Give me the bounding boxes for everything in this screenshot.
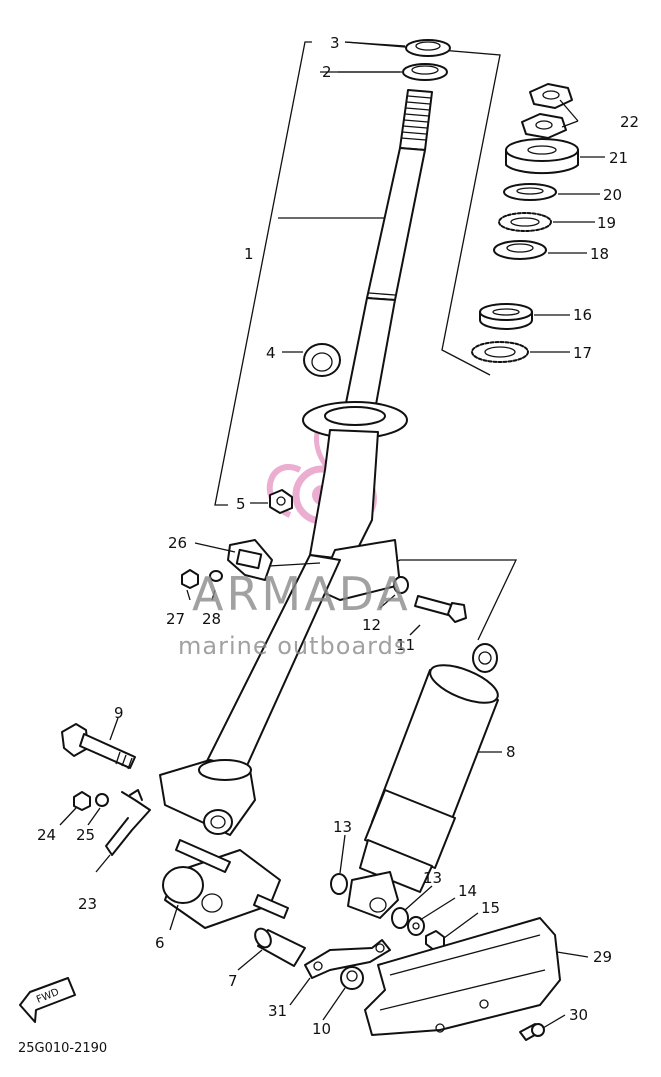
part-label-30: 30: [569, 1006, 588, 1024]
part-13-washer-upper: [330, 873, 348, 895]
part-31-bracket: [304, 939, 391, 979]
part-label-16: 16: [573, 306, 592, 324]
part-19-ball-bearing: [498, 212, 552, 232]
part-label-8: 8: [506, 743, 516, 761]
part-11-bolt: [414, 595, 467, 623]
watermark: ARMADA marine outboards: [178, 567, 411, 660]
part-label-12: 12: [362, 616, 381, 634]
part-29-cover: [364, 917, 561, 1036]
diagram-code: 25G010-2190: [18, 1041, 107, 1056]
part-28-washer: [209, 570, 223, 582]
part-label-3: 3: [330, 34, 340, 52]
part-labels: 3 2 1 4 5 6 7 8 9 10 11 12 13 13 14 15 1…: [37, 34, 639, 1038]
leader-lines: [59, 41, 605, 1029]
part-label-20: 20: [603, 186, 622, 204]
part-label-24: 24: [37, 826, 56, 844]
part-label-19: 19: [597, 214, 616, 232]
part-label-1: 1: [244, 245, 254, 263]
part-label-21: 21: [609, 149, 628, 167]
part-label-9: 9: [114, 704, 124, 722]
part-6-pivot-housing: [162, 839, 289, 929]
part-label-5: 5: [236, 495, 246, 513]
part-label-25: 25: [76, 826, 95, 844]
part-label-22: 22: [620, 113, 639, 131]
part-label-18: 18: [590, 245, 609, 263]
part-30-screw: [519, 1023, 545, 1041]
part-24-screw: [73, 791, 91, 811]
part-23-clip: [105, 789, 151, 856]
part-7-pin: [254, 927, 306, 967]
part-label-27: 27: [166, 610, 185, 628]
part-label-2: 2: [322, 63, 332, 81]
part-label-6: 6: [155, 934, 165, 952]
part-9-bolt: [61, 723, 136, 770]
part-14-washer: [407, 916, 425, 936]
part-13-washer-lower: [391, 907, 409, 929]
part-10-bushing: [340, 966, 364, 990]
part-label-11: 11: [396, 636, 415, 654]
part-25-washer: [95, 793, 109, 807]
part-label-29: 29: [593, 948, 612, 966]
part-label-28: 28: [202, 610, 221, 628]
part-26-clamp: [227, 539, 273, 581]
part-27-screw: [181, 569, 199, 589]
watermark-tagline: marine outboards: [178, 632, 407, 660]
part-22-nuts: [521, 83, 573, 139]
part-16-race: [479, 303, 533, 330]
part-label-10: 10: [312, 1020, 331, 1038]
part-label-23: 23: [78, 895, 97, 913]
part-3-cap: [405, 39, 451, 57]
part-label-13-lower: 13: [423, 869, 442, 887]
part-8-shock-absorber: [347, 643, 499, 919]
part-label-13-upper: 13: [333, 818, 352, 836]
part-label-26: 26: [168, 534, 187, 552]
part-20-race: [503, 183, 557, 201]
part-18-race: [493, 240, 547, 260]
part-label-14: 14: [458, 882, 477, 900]
part-17-ball-bearing: [471, 341, 529, 363]
part-label-15: 15: [481, 899, 500, 917]
part-label-4: 4: [266, 344, 276, 362]
fwd-arrow-icon: FWD: [19, 977, 76, 1023]
part-21-cone: [505, 138, 579, 175]
part-label-31: 31: [268, 1002, 287, 1020]
part-2-race: [402, 63, 448, 81]
watermark-brand: ARMADA: [192, 567, 411, 621]
part-4-bushing: [303, 343, 341, 377]
part-label-17: 17: [573, 344, 592, 362]
part-5-nut: [269, 489, 293, 514]
steering-column: [159, 89, 433, 836]
part-label-7: 7: [228, 972, 238, 990]
part-12-washer: [393, 576, 409, 594]
